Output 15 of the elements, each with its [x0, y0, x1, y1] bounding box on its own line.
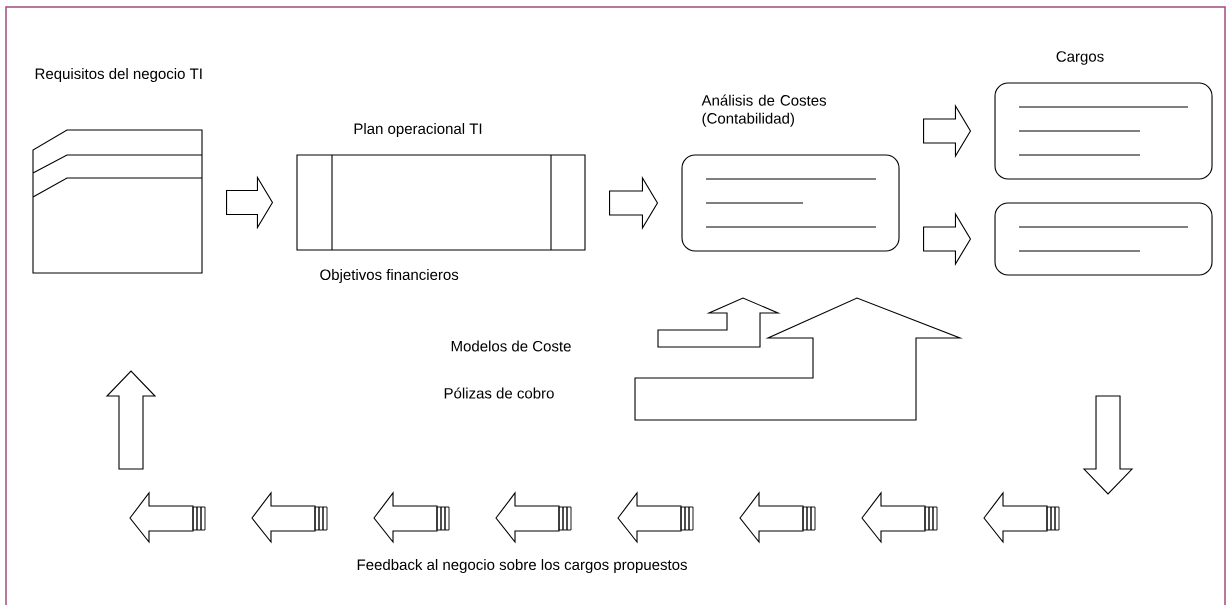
block-arrow [226, 175, 274, 230]
node-heading: Requisitos del negocio TI [35, 68, 202, 82]
block-arrow [609, 176, 659, 230]
node-heading: Análisis de Costes (Contabilidad) [701, 94, 827, 127]
bare-text: Pólizas de cobro [444, 387, 554, 399]
node-heading: Plan operacional TI [354, 123, 482, 137]
block-arrow [923, 212, 972, 266]
caption-text: Feedback al negocio sobre los cargos propuestos [357, 559, 687, 573]
block-arrow [634, 297, 963, 421]
block-arrow [657, 297, 781, 348]
rounded-box [994, 202, 1213, 276]
caption-text: Objetivos financieros [320, 269, 459, 283]
node-heading: Cargos [1056, 51, 1104, 65]
block-arrow [923, 104, 972, 158]
bare-text: Modelos de Coste [451, 340, 571, 352]
